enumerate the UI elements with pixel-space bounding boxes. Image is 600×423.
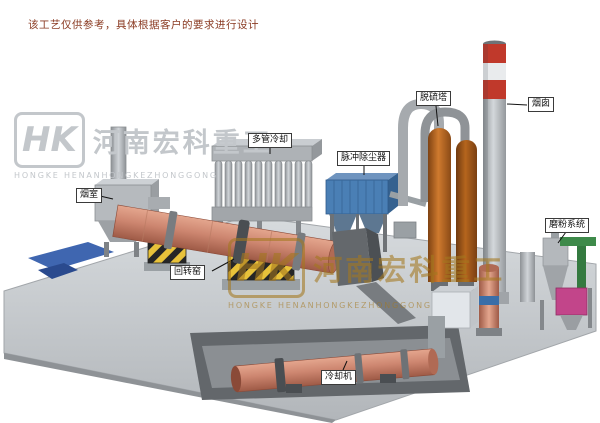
label-desulfurization-tower: 脱硫塔 bbox=[416, 91, 452, 107]
cooler-exit-duct bbox=[428, 316, 445, 358]
multi-tube-cooler bbox=[211, 139, 322, 247]
label-chimney: 烟囱 bbox=[528, 97, 555, 113]
blue-platform bbox=[28, 242, 114, 279]
chimney-stack bbox=[480, 40, 509, 304]
label-pulse-dust-collector: 脉冲除尘器 bbox=[337, 151, 391, 167]
label-smoke-chamber: 烟室 bbox=[76, 188, 103, 204]
label-rotary-kiln: 回转窑 bbox=[170, 265, 206, 281]
kiln-head-hood bbox=[332, 228, 416, 324]
label-multi-tube-cooling: 多管冷却 bbox=[248, 133, 293, 149]
grinding-system-unit bbox=[520, 226, 596, 330]
rotary-kiln-cylinder bbox=[112, 204, 341, 274]
cooling-machine-trestles bbox=[286, 374, 396, 393]
disclaimer-text: 该工艺仅供参考，具体根据客户的要求进行设计 bbox=[28, 19, 259, 31]
pulse-dust-collector-unit bbox=[325, 173, 427, 252]
kiln-head-cyclone bbox=[476, 264, 502, 336]
label-grinding-system: 磨粉系统 bbox=[545, 218, 590, 234]
label-cooling-machine: 冷却机 bbox=[321, 370, 357, 386]
